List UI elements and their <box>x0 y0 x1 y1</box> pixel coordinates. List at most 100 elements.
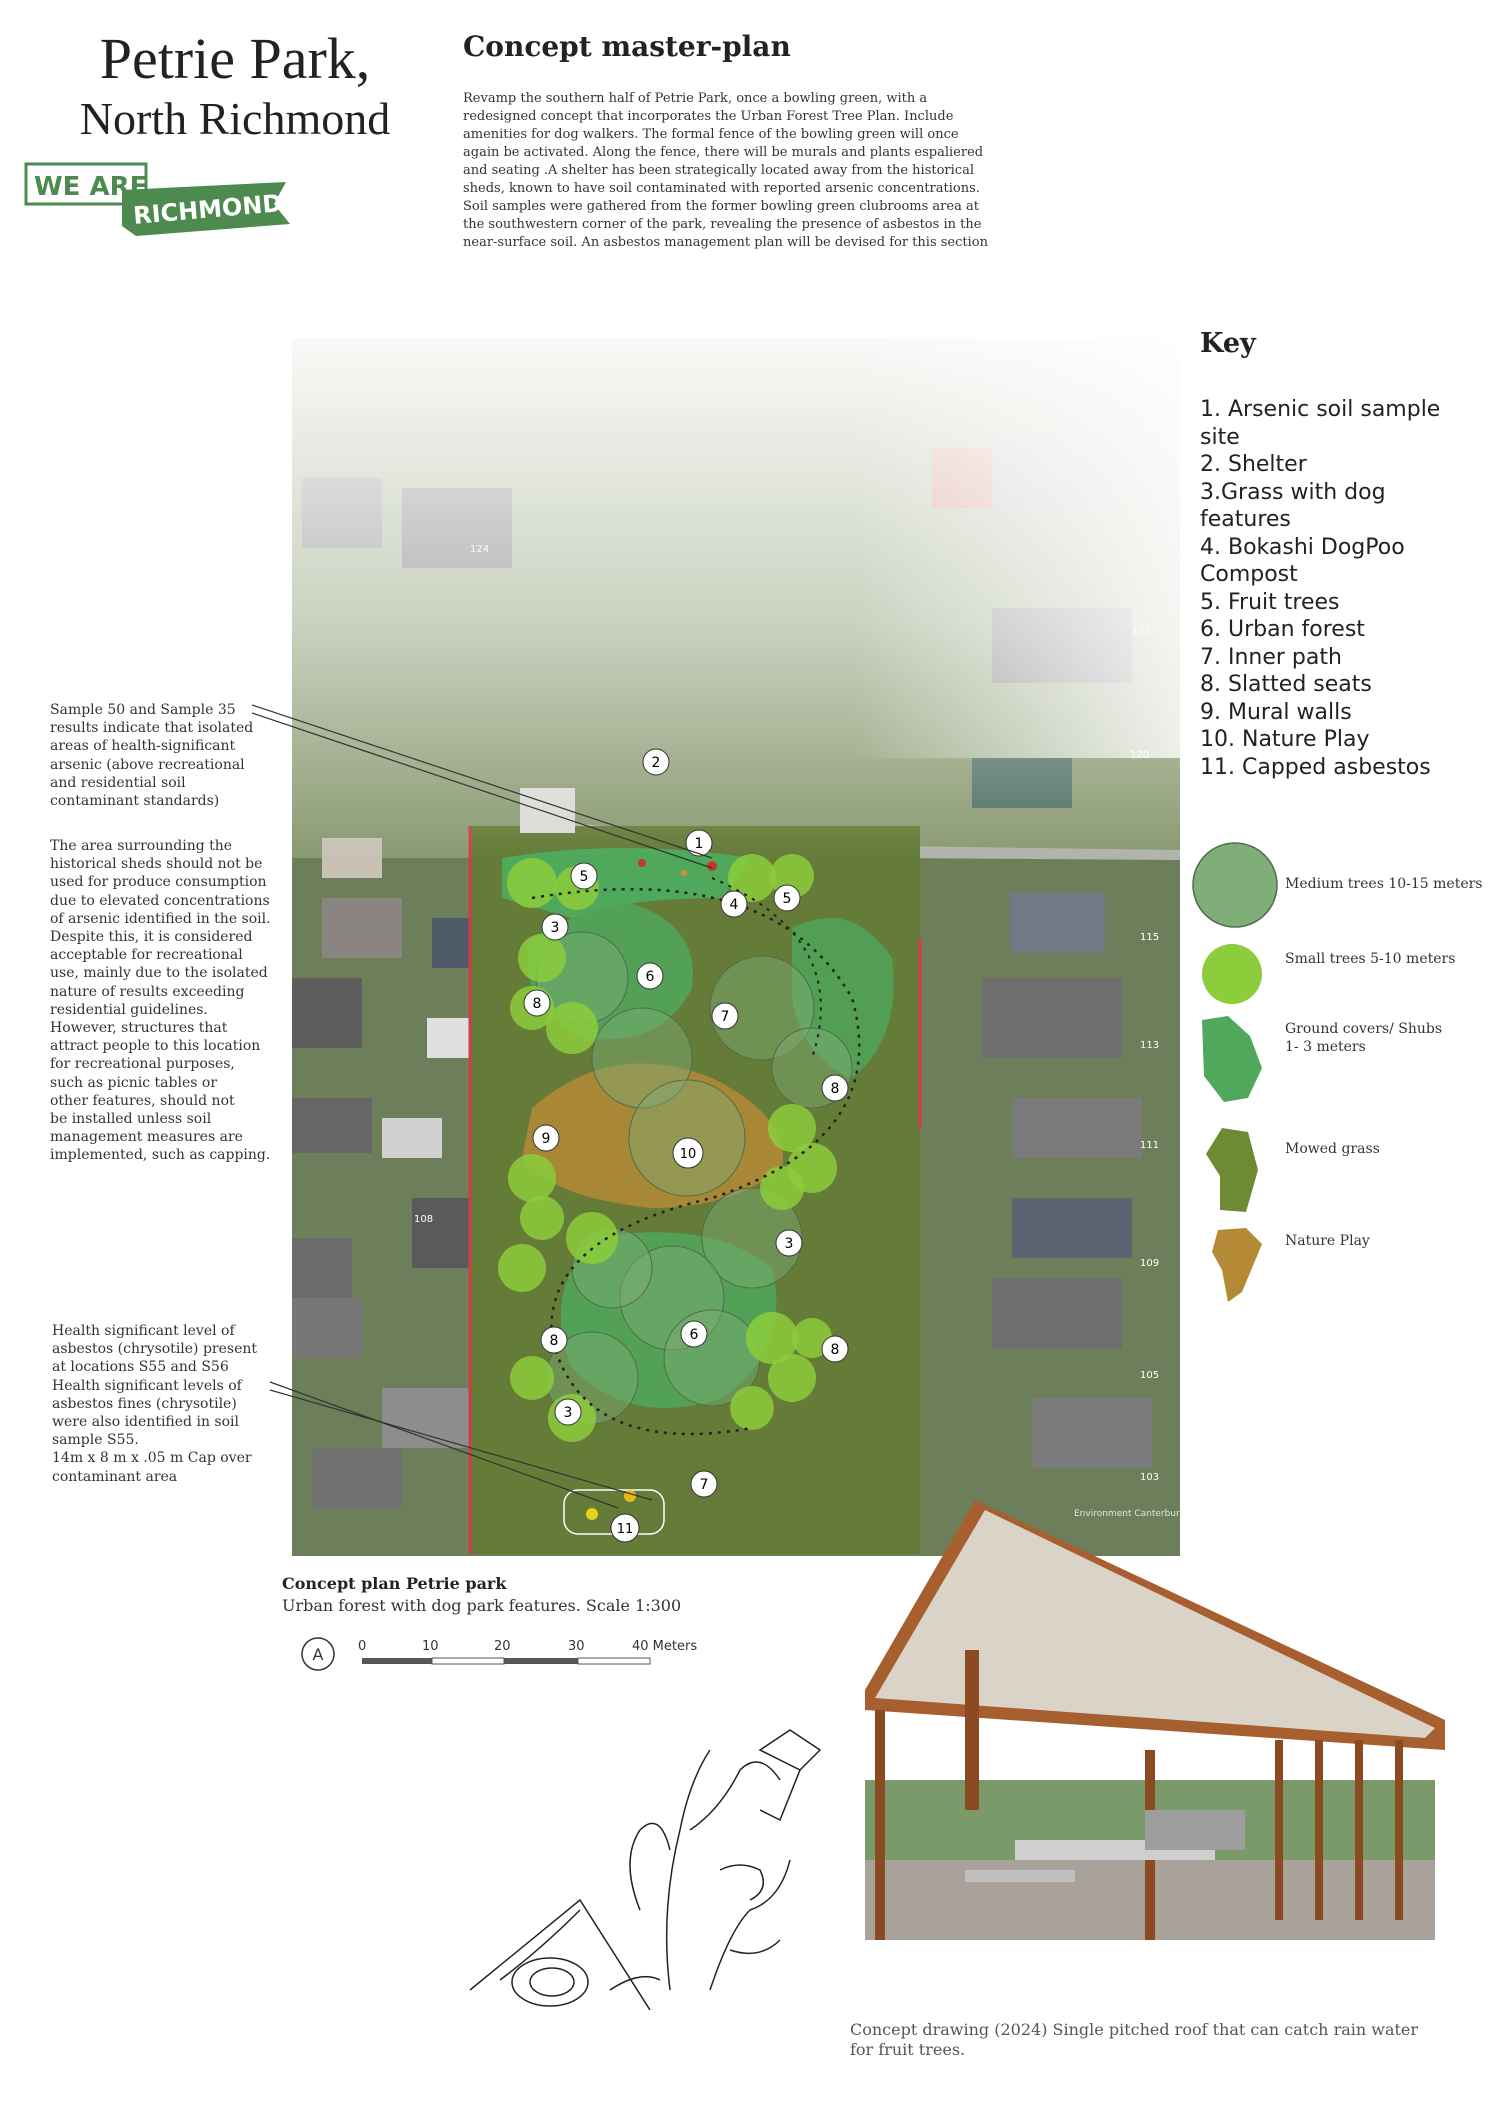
concept-sketch <box>469 1729 822 2010</box>
plan-subtitle: Urban forest with dog park features. Sca… <box>282 1596 682 1615</box>
concept-line: amenities for dog walkers. The formal fe… <box>463 127 959 142</box>
arsenic-sample-dot <box>707 861 717 871</box>
scale-ticks: 0 10 20 30 40 Meters <box>358 1639 697 1654</box>
shelter-posts <box>875 1650 1403 1940</box>
note-line: other features, should not <box>50 1092 235 1109</box>
note-line: Health significant level of <box>52 1323 235 1339</box>
concept-heading: Concept master-plan <box>463 30 791 63</box>
note-line: arsenic (above recreational <box>50 756 245 773</box>
concept-description: Revamp the southern half of Petrie Park,… <box>463 90 1063 252</box>
photo-caption: Concept drawing (2024) Single pitched ro… <box>850 2020 1470 2060</box>
legend-label-medium-trees: Medium trees 10-15 meters <box>1285 876 1483 892</box>
note-line: contaminant standards) <box>50 793 220 810</box>
map-watermark: Environment Canterbury <box>1074 1509 1180 1519</box>
svg-text:6: 6 <box>690 1327 699 1343</box>
note-line: used for produce consumption <box>50 874 267 891</box>
key-item: 9. Mural walls <box>1200 699 1352 725</box>
note-line: sample S55. <box>52 1432 139 1449</box>
legend-swatch-ground-covers <box>1202 1016 1262 1102</box>
legend-swatch-nature-play <box>1212 1228 1262 1302</box>
note-line: residential guidelines. <box>50 1001 208 1018</box>
marker-10: 10 <box>672 1137 704 1169</box>
key-item: 7. Inner path <box>1200 644 1342 670</box>
scale-segment <box>431 1657 505 1665</box>
inner-path <box>531 887 861 1436</box>
note-line: However, structures that <box>50 1020 228 1037</box>
scale-tick: 40 Meters <box>632 1639 697 1654</box>
note-line: Despite this, it is considered <box>50 929 253 946</box>
legend-label-mowed-grass: Mowed grass <box>1285 1141 1380 1157</box>
caption-line: Concept drawing (2024) Single pitched ro… <box>850 2020 1419 2039</box>
picnic-bench <box>965 1870 1075 1882</box>
key-heading: Key <box>1200 328 1256 359</box>
caption-line: for fruit trees. <box>850 2040 966 2059</box>
arsenic-sample-dot <box>681 870 687 876</box>
asbestos-sample-dot <box>624 1490 636 1502</box>
house-number-labels: 124 123 120 115 113 111 109 105 103 108 <box>414 544 1159 1483</box>
legend-label-ground-covers-height: 1- 3 meters <box>1285 1039 1366 1055</box>
key-item: 5. Fruit trees <box>1200 589 1340 615</box>
marker-8: 8 <box>523 989 551 1017</box>
legend-swatch-mowed-grass <box>1206 1128 1258 1212</box>
house-number: 124 <box>470 544 489 555</box>
concept-plan-map: 124 123 120 115 113 111 109 105 103 108 … <box>292 338 1180 1556</box>
note-line: attract people to this location <box>50 1038 261 1055</box>
key-item: 4. Bokashi DogPoo <box>1200 534 1405 560</box>
svg-text:3: 3 <box>551 920 560 936</box>
note-line: be installed unless soil <box>50 1111 212 1128</box>
svg-text:6: 6 <box>646 969 655 985</box>
svg-text:9: 9 <box>542 1131 551 1147</box>
marker-8: 8 <box>821 1074 849 1102</box>
north-arrow-letter: A <box>313 1645 324 1664</box>
arsenic-sample-dot <box>638 859 646 867</box>
key-item: 1. Arsenic soil sample <box>1200 397 1441 422</box>
svg-text:8: 8 <box>831 1081 840 1097</box>
bbq-unit <box>1145 1810 1245 1850</box>
marker-9: 9 <box>532 1124 560 1152</box>
scale-segment <box>362 1658 432 1664</box>
key-item: 11. Capped asbestos <box>1200 754 1431 780</box>
house-number: 105 <box>1140 1370 1159 1381</box>
concept-line: the southwestern corner of the park, rev… <box>463 217 982 232</box>
arsenic-results-note: Sample 50 and Sample 35 results indicate… <box>50 701 290 810</box>
note-line: implemented, such as capping. <box>50 1147 271 1164</box>
marker-4: 4 <box>720 890 748 918</box>
svg-text:8: 8 <box>550 1333 559 1349</box>
key-item: site <box>1200 424 1240 450</box>
legend-label-nature-play: Nature Play <box>1285 1233 1370 1249</box>
note-line: such as picnic tables or <box>50 1074 218 1091</box>
shelter-photo <box>845 1500 1445 1940</box>
legend-label-small-trees: Small trees 5-10 meters <box>1285 951 1456 967</box>
svg-text:3: 3 <box>564 1405 573 1421</box>
note-line: use, mainly due to the isolated <box>50 965 268 982</box>
logo-banner <box>122 182 290 236</box>
note-line: were also identified in soil <box>52 1414 239 1431</box>
note-line: and residential soil <box>50 774 186 791</box>
ground-cover-east <box>792 918 894 1078</box>
note-line: areas of health-significant <box>50 738 236 755</box>
page-subtitle: North Richmond <box>79 93 391 144</box>
marker-3: 3 <box>541 913 569 941</box>
marker-5: 5 <box>773 884 801 912</box>
sketch-lines <box>469 1729 822 2010</box>
concept-line: Soil samples were gathered from the form… <box>463 199 979 214</box>
svg-text:7: 7 <box>700 1477 709 1493</box>
note-line: management measures are <box>50 1129 243 1146</box>
svg-text:11: 11 <box>617 1522 634 1537</box>
legend-swatch-small-trees <box>1202 944 1262 1004</box>
marker-8: 8 <box>540 1326 568 1354</box>
marker-2: 2 <box>642 748 670 776</box>
svg-text:2: 2 <box>652 755 661 771</box>
scale-tick: 30 <box>568 1639 585 1654</box>
svg-text:5: 5 <box>580 869 589 885</box>
scale-tick: 0 <box>358 1639 366 1654</box>
note-line: Sample 50 and Sample 35 <box>50 702 236 718</box>
asbestos-note: Health significant level of asbestos (ch… <box>52 1322 282 1486</box>
note-line: The area surrounding the <box>50 838 233 854</box>
svg-text:3: 3 <box>785 1236 794 1252</box>
house-number: 109 <box>1140 1258 1159 1269</box>
logo-frame <box>24 162 148 206</box>
key-item: 2. Shelter <box>1200 452 1307 477</box>
ground-cover-urban-forest-2 <box>560 1232 777 1408</box>
house-number: 120 <box>1130 750 1149 761</box>
